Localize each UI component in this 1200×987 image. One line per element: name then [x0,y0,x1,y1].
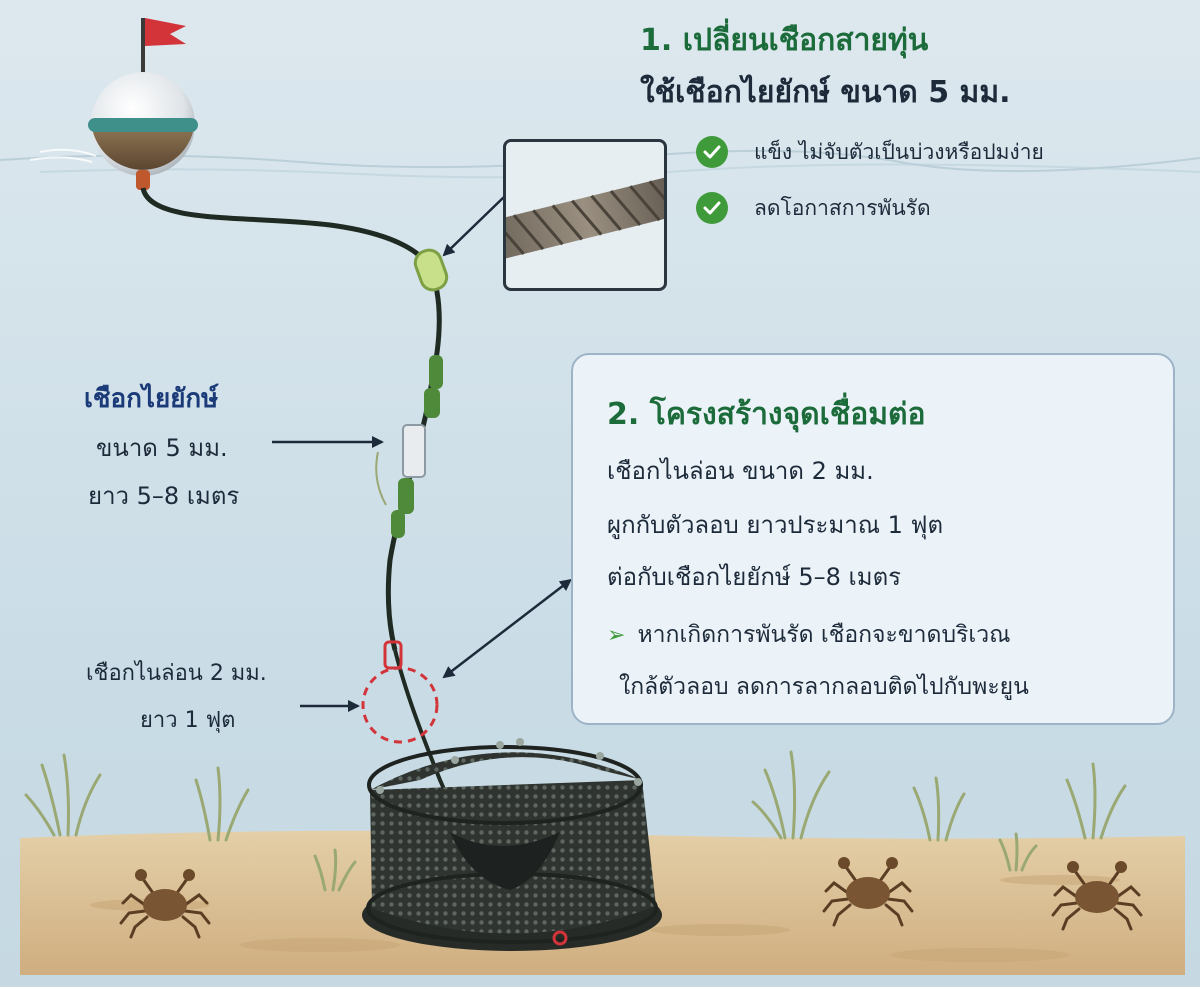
check-item-label: ลดโอกาสการพันรัด [754,195,931,220]
seagrass [24,750,1127,892]
rope-label-length: ยาว 5–8 เมตร [88,482,240,510]
flag-icon [145,18,186,46]
crab-icon [119,869,211,939]
box2-line: เชือกไนล่อน ขนาด 2 มม. [607,457,874,485]
check-item-label: แข็ง ไม่จับตัวเป็นบ่วงหรือปมง่าย [754,139,1044,164]
check-item: ลดโอกาสการพันรัด [696,190,931,226]
section-1-subtitle: ใช้เชือกไยยักษ์ ขนาด 5 มม. [640,75,1011,110]
nylon-label-size: เชือกไนล่อน 2 มม. [86,661,267,686]
section-2-title: 2. โครงสร้างจุดเชื่อมต่อ [607,397,926,432]
twisted-rope-icon [506,174,664,262]
box2-line: ผูกกับตัวลอบ ยาวประมาณ 1 ฟุต [607,511,944,539]
nylon-label-length: ยาว 1 ฟุต [140,708,236,733]
connection-structure-box: 2. โครงสร้างจุดเชื่อมต่อ เชือกไนล่อน ขนา… [571,353,1175,725]
check-circle-icon [696,192,728,224]
arrow-box2-to-joint [442,578,572,679]
main-rope [140,187,442,651]
box2-note: ➢ หากเกิดการพันรัด เชือกจะขาดบริเวณ [607,617,1011,653]
arrow-bullet-icon: ➢ [607,622,626,648]
rope-inset-photo [503,139,667,291]
crab-icon [822,857,914,927]
check-item: แข็ง ไม่จับตัวเป็นบ่วงหรือปมง่าย [696,134,1044,170]
swivel-connectors [375,248,449,538]
buoy-icon [29,18,198,190]
crab-icon [1051,861,1143,931]
crab-trap [362,738,662,951]
check-circle-icon [696,136,728,168]
joint-highlight-circle [361,666,439,744]
box2-note-continued: ใกล้ตัวลอบ ลดการลากลอบติดไปกับพะยูน [619,674,1029,700]
rope-label-size: ขนาด 5 มม. [96,434,228,462]
section-1-title: 1. เปลี่ยนเชือกสายทุ่น [640,23,929,58]
joint-knot [383,640,403,670]
box2-line: ต่อกับเชือกไยยักษ์ 5–8 เมตร [607,563,902,591]
box2-note-text: หากเกิดการพันรัด เชือกจะขาดบริเวณ [637,622,1011,648]
rope-label-title: เชือกไยยักษ์ [84,384,219,414]
arrow-to-rope-inset [442,195,506,257]
